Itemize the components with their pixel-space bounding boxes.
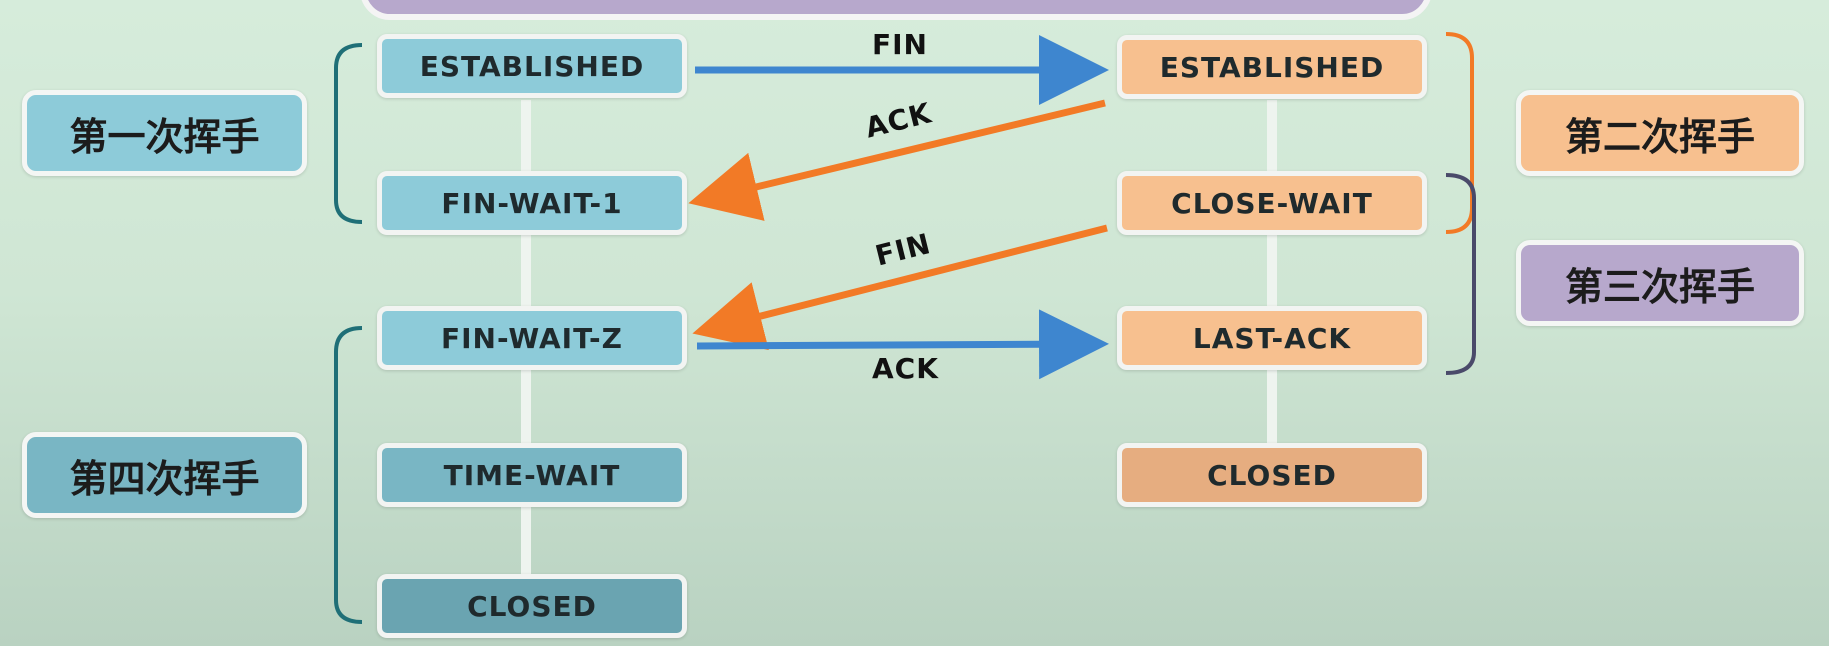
server-state-close-wait: CLOSE-WAIT: [1117, 171, 1427, 235]
phase-third-wave: 第三次挥手: [1516, 240, 1804, 326]
server-state-established: ESTABLISHED: [1117, 35, 1427, 99]
client-state-fin-wait-2: FIN-WAIT-Z: [377, 306, 687, 370]
client-state-closed: CLOSED: [377, 574, 687, 638]
bracket-first: [334, 43, 363, 224]
client-state-time-wait: TIME-WAIT: [377, 443, 687, 507]
ack-arrow-server-to-client: [688, 99, 1106, 221]
client-state-fin-wait-1: FIN-WAIT-1: [377, 171, 687, 235]
phase-fourth-wave: 第四次挥手: [22, 432, 307, 518]
message-label-ack-2: ACK: [872, 352, 939, 385]
server-state-last-ack: LAST-ACK: [1117, 306, 1427, 370]
phase-first-wave: 第一次挥手: [22, 90, 307, 176]
client-state-established: ESTABLISHED: [377, 34, 687, 98]
bracket-fourth: [334, 326, 363, 624]
server-state-closed: CLOSED: [1117, 443, 1427, 507]
bracket-second: [1445, 32, 1474, 234]
message-label-fin-1: FIN: [872, 28, 928, 61]
ack-arrow-client-to-server: [696, 309, 1109, 380]
phase-second-wave: 第二次挥手: [1516, 90, 1804, 176]
bracket-third: [1445, 173, 1476, 375]
fin-arrow-server-to-client: [692, 224, 1108, 351]
